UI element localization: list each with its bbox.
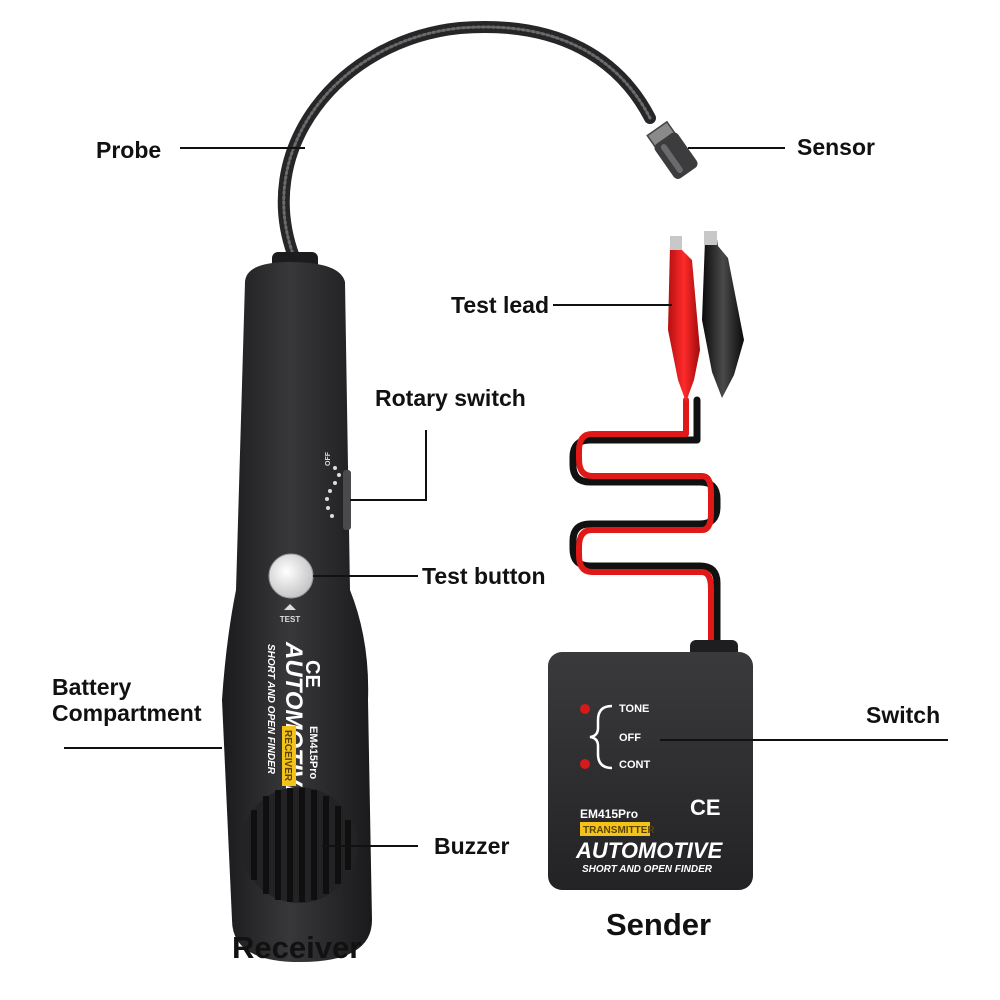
sensor-tip	[646, 120, 698, 180]
buzzer-grille	[241, 787, 357, 903]
receiver-model: EM415Pro	[307, 726, 319, 779]
receiver-caption: Receiver	[232, 930, 361, 965]
cont-label: CONT	[619, 759, 650, 771]
rotary-switch-line	[350, 430, 427, 501]
battery-label-line2: Compartment	[52, 700, 202, 726]
buzzer-label: Buzzer	[434, 833, 509, 859]
switch-label: Switch	[866, 702, 940, 728]
test-lead-wires	[569, 396, 721, 654]
receiver-ce-mark: CE	[301, 660, 323, 688]
tone-label: TONE	[619, 703, 649, 715]
test-lead-label: Test lead	[451, 292, 549, 318]
off-mark: OFF	[325, 451, 332, 466]
probe-gooseneck	[277, 21, 656, 268]
sender-caption: Sender	[606, 907, 711, 942]
tone-led	[580, 704, 590, 714]
sender-badge: TRANSMITTER	[583, 825, 655, 836]
callout-lines	[64, 147, 948, 847]
sender-subtitle: SHORT AND OPEN FINDER	[582, 864, 713, 875]
black-clip	[702, 231, 744, 398]
receiver-badge: RECEIVER	[282, 730, 293, 782]
sensor-label: Sensor	[797, 134, 875, 160]
test-arrow-icon	[284, 604, 296, 610]
off-label[interactable]: OFF	[619, 732, 641, 744]
red-clip	[668, 236, 700, 402]
test-button-label: Test button	[422, 563, 546, 589]
receiver-printed-text: AUTOMOTIVE SHORT AND OPEN FINDER CE EM41…	[265, 641, 323, 803]
test-button[interactable]	[268, 553, 314, 599]
receiver-device: OFF TEST AUTOMOTIVE SHORT AND OPEN FINDE…	[222, 21, 698, 962]
probe-label: Probe	[96, 137, 161, 163]
sender-brand: AUTOMOTIVE	[575, 838, 724, 863]
sender-ce-mark: CE	[690, 795, 721, 820]
receiver-body	[222, 262, 372, 962]
sender-model: EM415Pro	[580, 807, 638, 821]
cont-led	[580, 759, 590, 769]
sender-device: TONE OFF CONT EM415Pro CE TRANSMITTER AU…	[548, 231, 753, 890]
battery-label-line1: Battery	[52, 674, 131, 700]
receiver-subtitle: SHORT AND OPEN FINDER	[265, 644, 276, 775]
test-mark: TEST	[280, 615, 301, 624]
rotary-switch-label: Rotary switch	[375, 385, 526, 411]
rotary-switch[interactable]: OFF	[325, 451, 351, 530]
